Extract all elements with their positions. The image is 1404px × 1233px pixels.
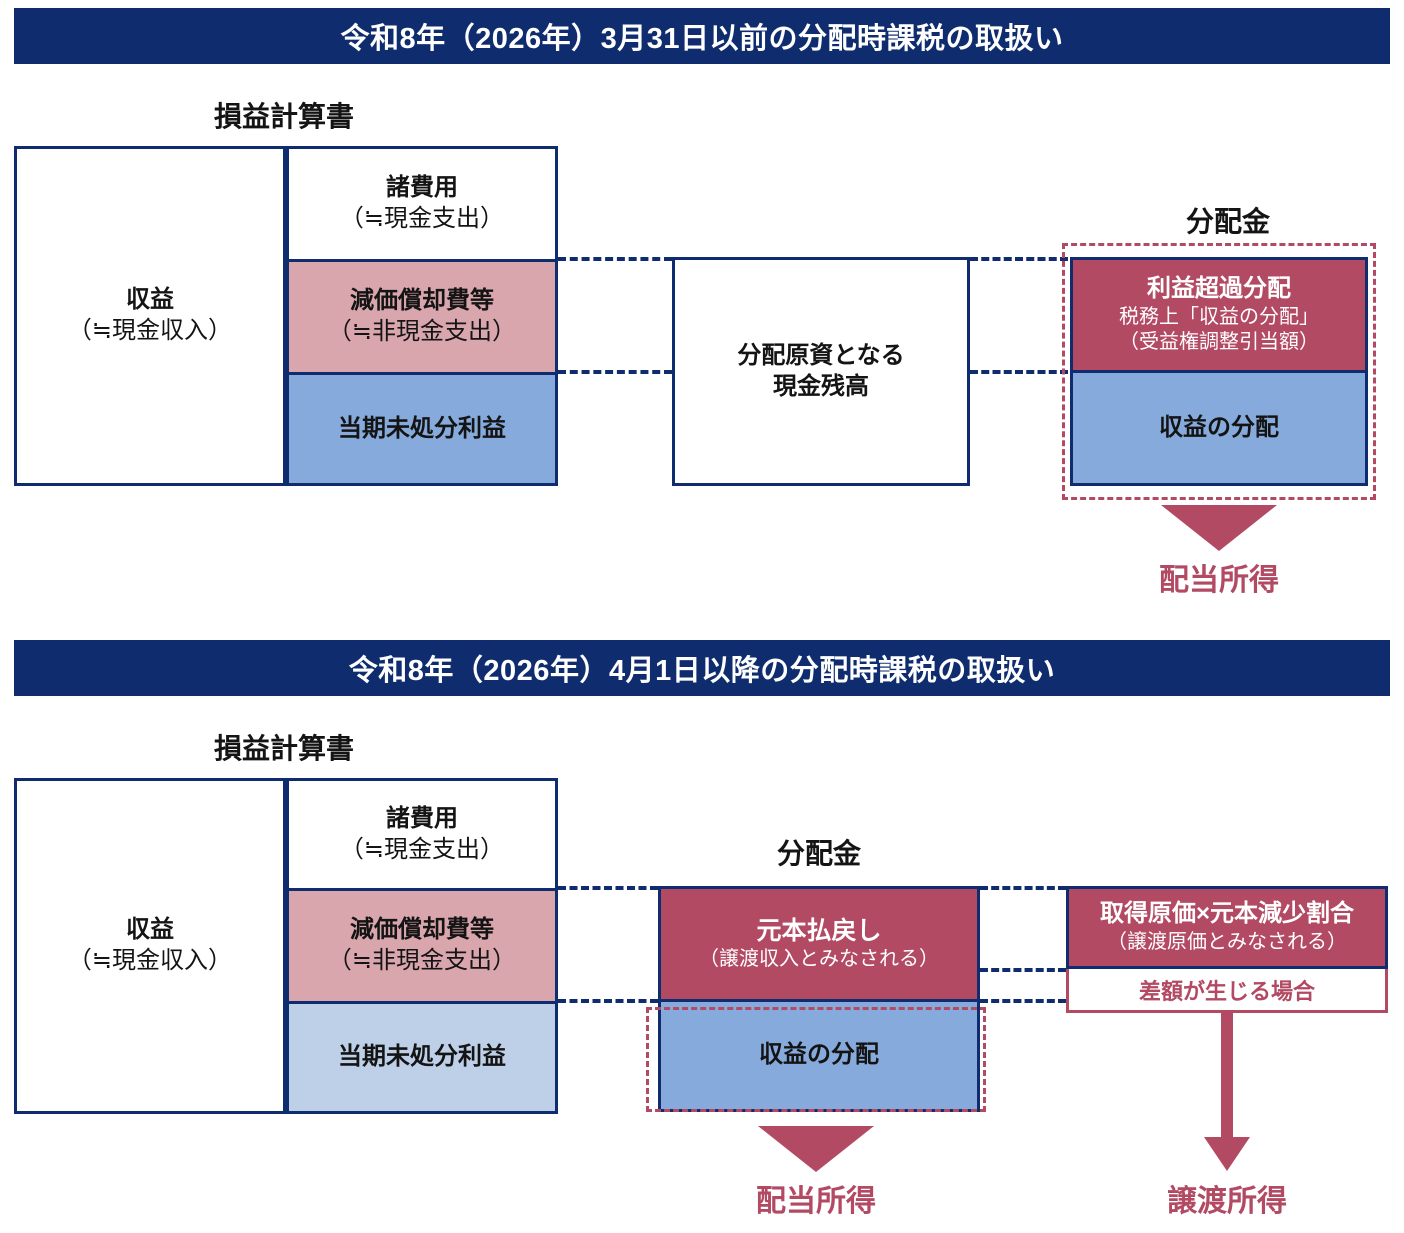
connector-cash-to-dist-bottom-before: [970, 370, 1068, 374]
difference-note-box-after: 差額が生じる場合: [1066, 969, 1388, 1013]
depreciation-label-line1: 減価償却費等: [350, 287, 494, 315]
transfer-arrow-head-after: [1204, 1137, 1250, 1171]
cash-balance-box-before: 分配原資となる 現金残高: [672, 257, 970, 486]
revenue-box-after: 収益 （≒現金収入）: [14, 778, 286, 1114]
revenue-box-before: 収益 （≒現金収入）: [14, 146, 286, 486]
dividend-income-label-after: 配当所得: [756, 1185, 876, 1218]
connector-pl-to-cash-bottom-before: [558, 370, 672, 374]
connector-pl-to-dist-bottom-after: [558, 999, 658, 1003]
distribution-title-before: 分配金: [1185, 206, 1270, 237]
excess-profit-label-line1: 利益超過分配: [1147, 275, 1291, 303]
depreciation-label-line2: （≒非現金支出）: [327, 318, 517, 345]
revenue-label-line2: （≒現金収入）: [67, 317, 233, 344]
shohiyou-label-line2-after: （≒現金支出）: [339, 835, 505, 863]
connector-pl-to-dist-top-after: [558, 886, 658, 890]
excess-profit-label-line2: 税務上「収益の分配」: [1119, 305, 1319, 328]
acquisition-cost-label-line2: （譲渡原価とみなされる）: [1107, 931, 1347, 954]
expense-box-undistributed-profit-before: 当期未処分利益: [286, 372, 558, 486]
cash-balance-label-line1: 分配原資となる: [737, 341, 905, 369]
shohiyou-label-line2: （≒現金支出）: [339, 205, 505, 232]
excess-profit-label-line3: （受益権調整引当額）: [1119, 331, 1319, 354]
expense-box-shohiyou-before: 諸費用 （≒現金支出）: [286, 146, 558, 259]
income-distribution-box-after: 収益の分配: [658, 999, 980, 1112]
dividend-income-label-before: 配当所得: [1159, 564, 1279, 597]
acquisition-cost-box-after: 取得原価×元本減少割合 （譲渡原価とみなされる）: [1066, 886, 1388, 969]
cash-balance-label-line2: 現金残高: [773, 372, 869, 400]
expense-box-depreciation-after: 減価償却費等 （≒非現金支出）: [286, 888, 558, 1001]
section-banner-before: 令和8年（2026年）3月31日以前の分配時課税の取扱い: [14, 8, 1390, 64]
connector-dist-to-cost-bottom-after: [980, 999, 1066, 1003]
connector-cash-to-dist-top-before: [970, 257, 1068, 261]
expense-box-undistributed-profit-after: 当期未処分利益: [286, 1001, 558, 1114]
depreciation-label-line1-after: 減価償却費等: [350, 916, 494, 944]
undistributed-profit-label-after: 当期未処分利益: [338, 1043, 506, 1071]
dividend-arrow-before: [1161, 505, 1277, 551]
transfer-income-label-after: 譲渡所得: [1167, 1185, 1287, 1218]
connector-dist-to-cost-top-after: [980, 886, 1066, 890]
shohiyou-label-line1-after: 諸費用: [386, 804, 458, 832]
revenue-label-line1: 収益: [126, 286, 174, 314]
undistributed-profit-label: 当期未処分利益: [338, 414, 506, 442]
principal-refund-label-line1: 元本払戻し: [756, 917, 882, 946]
transfer-arrow-shaft-after: [1221, 1013, 1233, 1141]
expense-box-shohiyou-after: 諸費用 （≒現金支出）: [286, 778, 558, 888]
connector-dist-to-cost-mid-after: [980, 968, 1066, 972]
revenue-label-line1-after: 収益: [126, 916, 174, 944]
shohiyou-label-line1: 諸費用: [386, 174, 458, 202]
connector-pl-to-cash-top-before: [558, 257, 672, 261]
expense-box-depreciation-before: 減価償却費等 （≒非現金支出）: [286, 259, 558, 372]
pl-title-before: 損益計算書: [213, 101, 354, 132]
income-distribution-label-after: 収益の分配: [759, 1041, 879, 1069]
distribution-title-after: 分配金: [776, 838, 861, 869]
distribution-income-box-before: 収益の分配: [1070, 370, 1368, 486]
depreciation-label-line2-after: （≒非現金支出）: [327, 947, 517, 974]
principal-refund-label-line2: （譲渡収入とみなされる）: [699, 948, 939, 971]
pl-title-after: 損益計算書: [213, 733, 354, 764]
revenue-label-line2-after: （≒現金収入）: [67, 947, 233, 974]
acquisition-cost-label-line1: 取得原価×元本減少割合: [1099, 900, 1354, 928]
income-distribution-label: 収益の分配: [1159, 413, 1279, 441]
distribution-excess-profit-box-before: 利益超過分配 税務上「収益の分配」 （受益権調整引当額）: [1070, 257, 1368, 370]
principal-refund-box-after: 元本払戻し （譲渡収入とみなされる）: [658, 886, 980, 999]
dividend-arrow-after: [758, 1126, 874, 1172]
section-banner-after: 令和8年（2026年）4月1日以降の分配時課税の取扱い: [14, 640, 1390, 696]
